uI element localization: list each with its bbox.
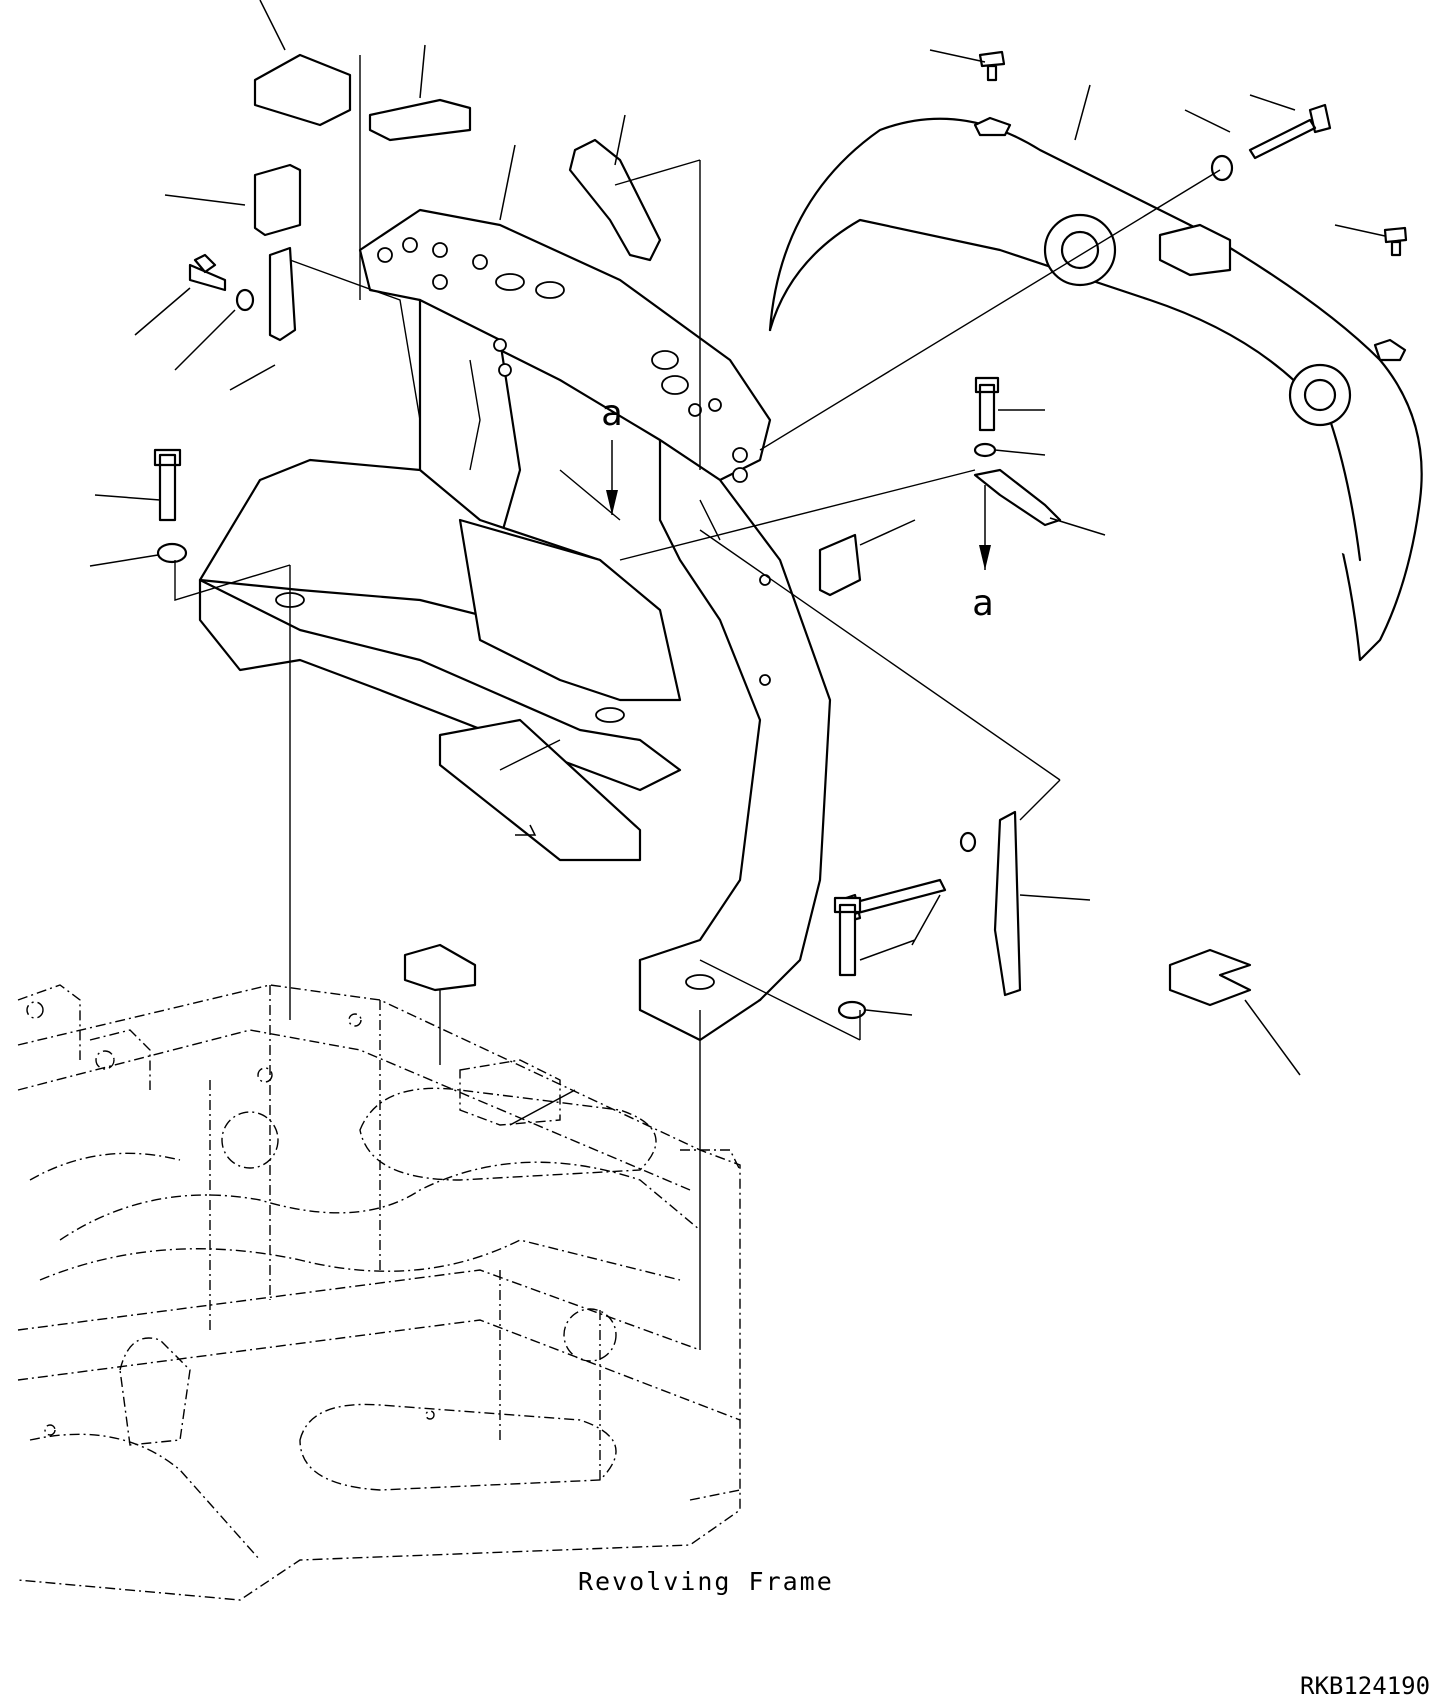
view-label-a-left: a: [601, 393, 623, 434]
counterweight: [768, 116, 1423, 662]
revolving-frame-phantom: [17, 984, 741, 1601]
view-arrow-left: [606, 440, 618, 515]
view-arrow-right: [979, 485, 991, 570]
view-label-a-right: a: [972, 583, 994, 624]
leader-lines: [89, 0, 1386, 1350]
drawing-number: RKB124190: [1300, 1672, 1430, 1700]
revolving-frame-caption: Revolving Frame: [578, 1567, 834, 1596]
small-parts: [153, 50, 1408, 1020]
counterweight-bracket: [198, 208, 832, 1042]
